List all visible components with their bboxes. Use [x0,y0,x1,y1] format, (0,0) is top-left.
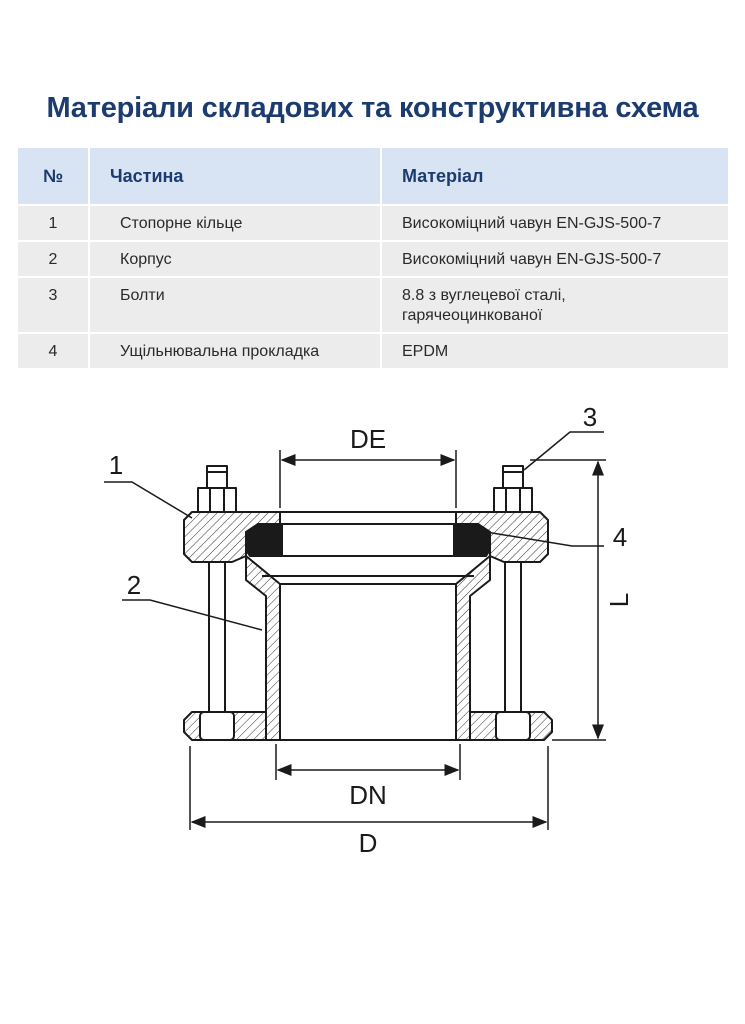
callout-2: 2 [127,570,141,600]
table-row: 2 Корпус Високоміцний чавун EN-GJS-500-7 [18,242,728,278]
gasket-right [453,523,491,557]
header-number: № [18,148,90,206]
bolt-left [197,465,237,741]
table-row: 4 Ущільнювальна прокладка EPDM [18,334,728,370]
header-part: Частина [90,148,382,206]
row-number: 1 [18,206,90,242]
callout-3: 3 [583,402,597,432]
materials-table: № Частина Матеріал 1 Стопорне кільце Вис… [18,148,728,370]
row-material-line: 8.8 з вуглецевої сталі, [402,287,566,304]
row-material: Високоміцний чавун EN-GJS-500-7 [382,242,728,278]
row-material: EPDM [382,334,728,370]
page-title: Матеріали складових та конструктивна схе… [46,92,699,124]
dimension-dn-label: DN [349,780,387,810]
bolt-right [493,465,533,741]
dimension-d-label: D [359,828,378,858]
row-material: 8.8 з вуглецевої сталі, гарячеоцинковано… [382,278,728,334]
coupling-technical-drawing: DE DN D L 1 2 3 4 [104,402,634,858]
table-row: 1 Стопорне кільце Високоміцний чавун EN-… [18,206,728,242]
row-number: 3 [18,278,90,334]
callout-1: 1 [109,450,123,480]
table-header-row: № Частина Матеріал [18,148,728,206]
row-material: Високоміцний чавун EN-GJS-500-7 [382,206,728,242]
row-part: Ущільнювальна прокладка [90,334,382,370]
row-material-line: гарячеоцинкованої [402,307,543,324]
table-row: 3 Болти 8.8 з вуглецевої сталі, гарячеоц… [18,278,728,334]
dimension-l-label: L [604,593,634,607]
row-part: Стопорне кільце [90,206,382,242]
row-number: 4 [18,334,90,370]
row-number: 2 [18,242,90,278]
dimension-de-label: DE [350,424,386,454]
callout-4: 4 [613,522,627,552]
gasket-left [245,523,283,557]
row-part: Корпус [90,242,382,278]
header-material: Матеріал [382,148,728,206]
row-part: Болти [90,278,382,334]
